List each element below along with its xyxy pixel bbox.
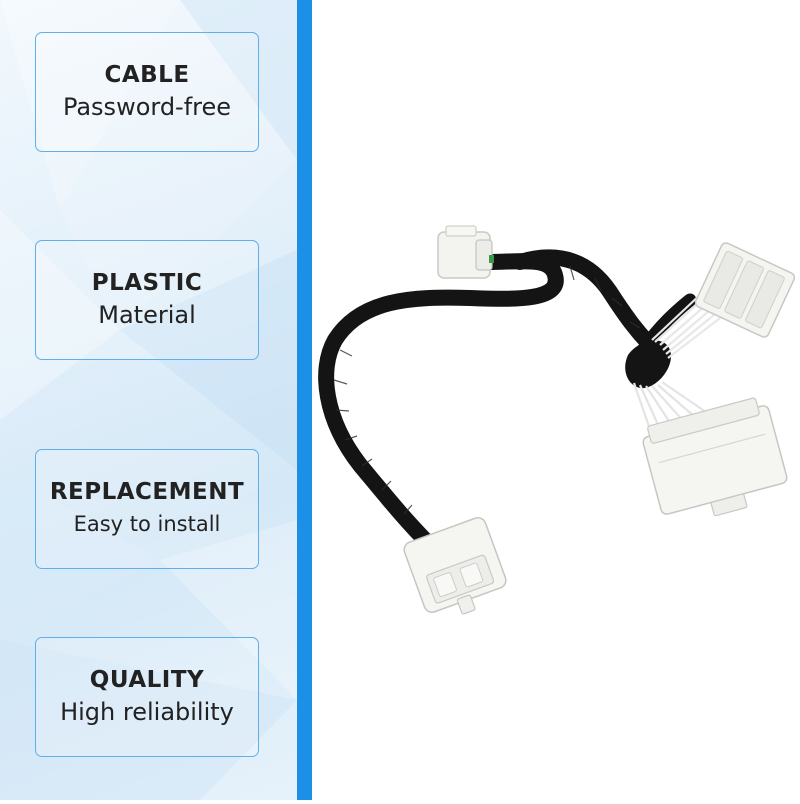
feature-title: QUALITY <box>89 667 205 693</box>
blue-divider-bar <box>297 0 312 800</box>
lower-connector <box>642 397 788 517</box>
obd-plug <box>403 517 507 615</box>
feature-title: PLASTIC <box>91 270 203 296</box>
background-pattern <box>0 0 297 800</box>
feature-title: REPLACEMENT <box>49 479 245 505</box>
feature-title: CABLE <box>104 62 190 88</box>
feature-description: Material <box>98 301 196 329</box>
feature-card-quality: QUALITY High reliability <box>35 637 259 757</box>
small-connector <box>437 225 494 279</box>
feature-card-replacement: REPLACEMENT Easy to install <box>35 449 259 569</box>
upper-connector <box>694 242 796 338</box>
feature-card-cable: CABLE Password-free <box>35 32 259 152</box>
feature-description: Password-free <box>62 93 232 121</box>
obd-cable-harness-image <box>318 225 796 615</box>
product-image-area <box>312 0 800 800</box>
feature-description: High reliability <box>60 698 234 726</box>
feature-description: Easy to install <box>73 512 221 536</box>
feature-panel: CABLE Password-free PLASTIC Material REP… <box>0 0 297 800</box>
feature-card-plastic: PLASTIC Material <box>35 240 259 360</box>
